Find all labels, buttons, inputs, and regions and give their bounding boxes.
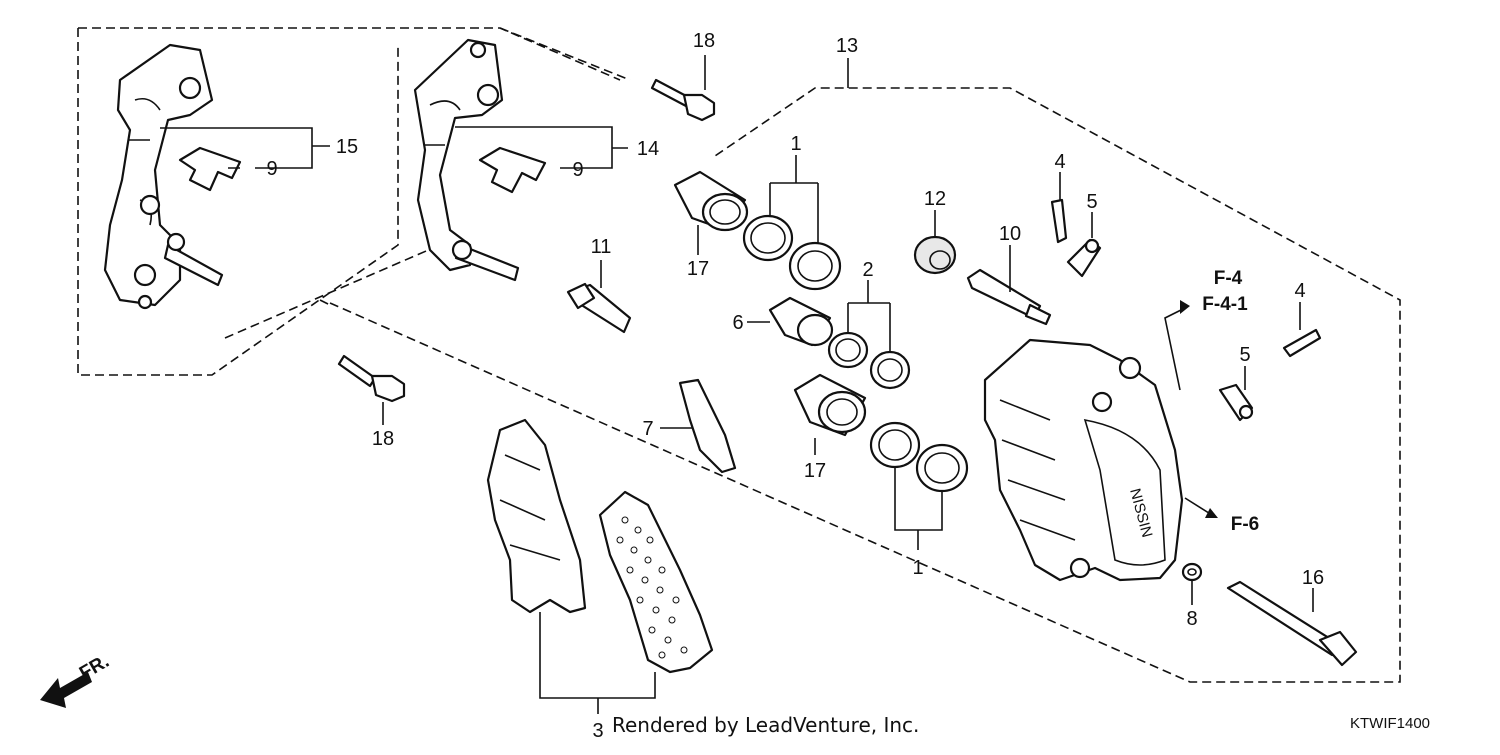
callout-18-bottom: 18 — [372, 428, 394, 450]
callout-4-top: 4 — [1054, 151, 1065, 173]
cross-references: F-4 F-4-1 F-6 — [1202, 268, 1259, 535]
diagram-code: KTWIF1400 — [1350, 715, 1430, 732]
f6-arrow-head — [1205, 508, 1218, 518]
arrow-left-icon — [40, 672, 92, 708]
ref-f6: F-6 — [1231, 514, 1260, 535]
piston-17-top[interactable] — [673, 170, 749, 232]
caliper-body[interactable]: NISSIN — [983, 338, 1184, 582]
pad-spring-9a[interactable] — [178, 146, 242, 192]
callout-12: 12 — [924, 188, 946, 210]
ref-f4: F-4 — [1214, 268, 1243, 289]
callout-9a: 9 — [266, 158, 277, 180]
group-outline-14 — [224, 27, 631, 339]
callout-7: 7 — [642, 418, 653, 440]
callout-6: 6 — [732, 312, 743, 334]
cap-5a[interactable] — [1066, 238, 1102, 278]
bolt-18-top[interactable] — [650, 78, 716, 122]
callout-3: 3 — [592, 720, 603, 742]
callout-4-right: 4 — [1294, 280, 1305, 302]
callout-labels: 18 13 15 14 9 9 1 4 5 12 10 11 17 2 4 6 … — [266, 30, 1324, 742]
seal-set-2[interactable] — [827, 331, 911, 390]
callout-9b: 9 — [572, 159, 583, 181]
callout-11: 11 — [591, 236, 612, 258]
seal-set-1-bottom[interactable] — [869, 421, 969, 493]
caliper-bracket-15[interactable] — [103, 43, 224, 310]
piston-6[interactable] — [768, 296, 834, 347]
callout-13: 13 — [836, 35, 858, 57]
leader-lines — [160, 55, 1314, 714]
callout-5-top: 5 — [1086, 191, 1097, 213]
pin-11[interactable] — [566, 282, 632, 334]
callout-17-top: 17 — [687, 258, 709, 280]
ref-f4-1: F-4-1 — [1202, 294, 1248, 315]
bolt-18-bottom[interactable] — [337, 354, 406, 403]
washer-8[interactable] — [1181, 562, 1203, 582]
callout-15: 15 — [336, 136, 358, 158]
callout-18-top: 18 — [693, 30, 715, 52]
caliper-bracket-14[interactable] — [413, 38, 520, 282]
callout-5-right: 5 — [1239, 344, 1250, 366]
callout-16: 16 — [1302, 567, 1324, 589]
callout-8: 8 — [1186, 608, 1197, 630]
cap-5b[interactable] — [1218, 383, 1254, 422]
pad-pin-16[interactable] — [1226, 580, 1358, 667]
front-direction-arrow: FR. — [40, 651, 113, 708]
callout-1-top: 1 — [790, 133, 801, 155]
piston-17-bottom[interactable] — [793, 373, 867, 437]
pad-friction-pattern — [616, 516, 688, 659]
brake-pad-rear[interactable] — [598, 490, 714, 674]
callout-10: 10 — [999, 223, 1021, 245]
brake-pad-front[interactable] — [486, 418, 587, 614]
callout-1-bottom: 1 — [912, 557, 923, 579]
callout-14: 14 — [637, 138, 659, 160]
callout-17-bottom: 17 — [804, 460, 826, 482]
seal-set-1-top[interactable] — [742, 214, 842, 291]
bleeder-screw-4b[interactable] — [1282, 328, 1322, 358]
footer-credit: Rendered by LeadVenture, Inc. — [612, 713, 919, 737]
pin-10[interactable] — [966, 268, 1052, 326]
bleeder-cap-12[interactable] — [913, 235, 957, 275]
callout-2: 2 — [862, 259, 873, 281]
f4-arrow-head — [1180, 300, 1190, 314]
group-outline-13 — [329, 87, 1401, 683]
pad-spring-9b[interactable] — [478, 146, 547, 194]
bleeder-screw-4a[interactable] — [1050, 198, 1068, 244]
pad-spring-7[interactable] — [678, 378, 737, 474]
